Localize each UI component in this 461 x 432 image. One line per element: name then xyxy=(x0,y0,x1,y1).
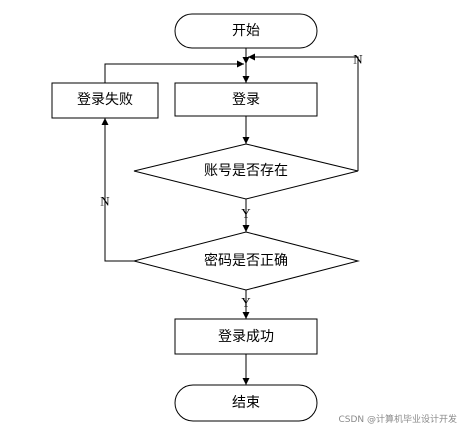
start-terminator xyxy=(174,13,318,49)
password-yes-label: Y xyxy=(241,295,251,310)
login-failed-node: 登录失败 xyxy=(51,82,159,119)
edge-password-no xyxy=(101,118,134,262)
account-yes-label: Y xyxy=(241,206,251,221)
password-no-label: N xyxy=(100,194,110,209)
account-check-label: 账号是否存在 xyxy=(204,163,288,179)
edge-account-no-loop xyxy=(248,53,359,171)
watermark-text: CSDN @计算机毕业设计开发 xyxy=(338,413,457,425)
login-box xyxy=(174,82,318,117)
login-label: 登录 xyxy=(232,92,260,108)
login-success-box xyxy=(174,318,318,355)
start-node: 开始 xyxy=(174,13,318,49)
login-success-node: 登录成功 xyxy=(174,318,318,355)
account-no-label: N xyxy=(353,52,363,67)
flow-edges xyxy=(101,48,359,385)
password-check-node: 密码是否正确 xyxy=(132,231,360,291)
end-node: 结束 xyxy=(174,384,318,422)
password-check-label: 密码是否正确 xyxy=(204,252,288,269)
account-check-node: 账号是否存在 xyxy=(133,143,359,200)
login-failed-box xyxy=(51,82,159,119)
end-label: 结束 xyxy=(232,395,260,411)
edge-failed-to-login xyxy=(104,60,244,83)
login-node: 登录 xyxy=(174,82,318,117)
password-check-diamond xyxy=(132,231,360,291)
account-check-diamond xyxy=(133,143,359,200)
login-failed-label: 登录失败 xyxy=(77,92,133,108)
login-success-label: 登录成功 xyxy=(218,329,274,345)
start-label: 开始 xyxy=(232,23,260,39)
end-terminator xyxy=(174,384,318,422)
